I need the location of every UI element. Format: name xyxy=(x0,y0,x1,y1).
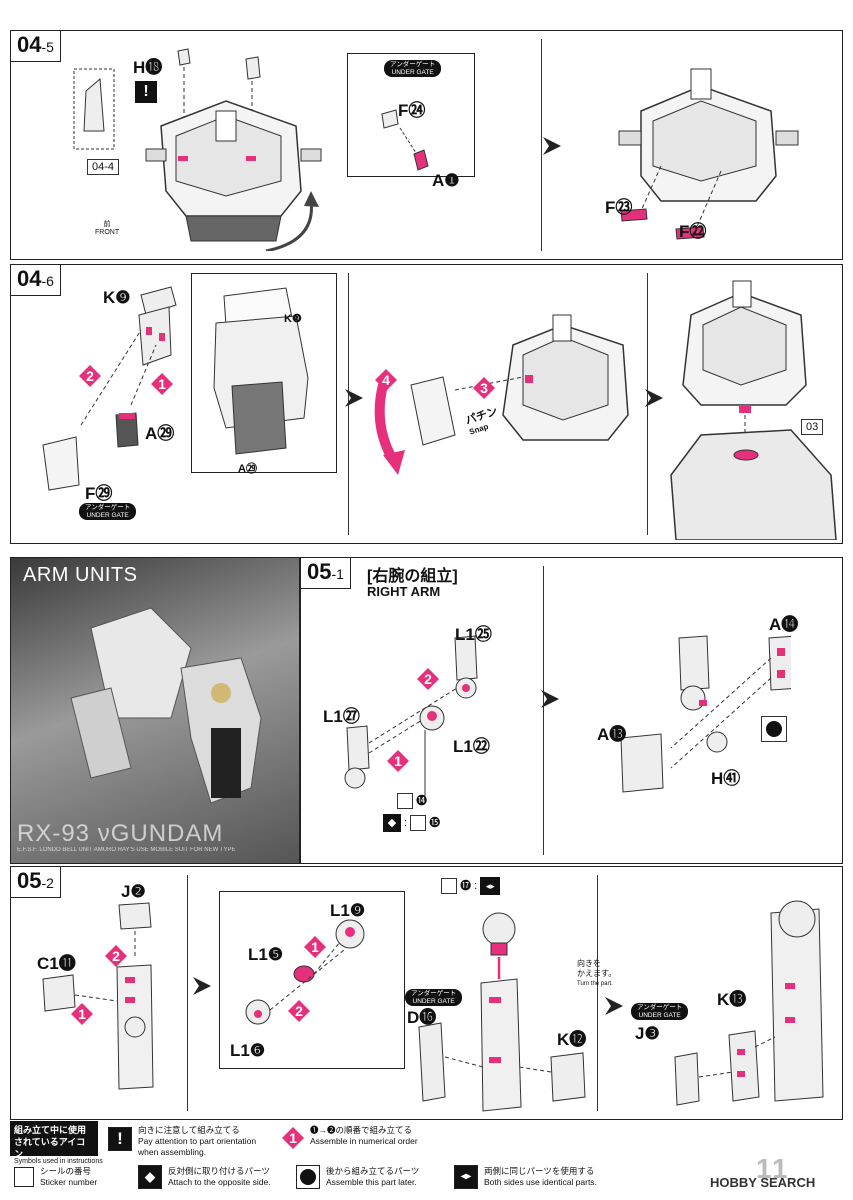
sticker-icon xyxy=(397,793,413,809)
part-label-d16: D⓰ xyxy=(407,1009,436,1027)
sticker-17-row: ⓱ : ◂▸ xyxy=(441,877,500,895)
part-label-a29-small: A㉙ xyxy=(238,460,257,478)
part-label-l16: L1❻ xyxy=(230,1042,265,1060)
part-label-a1: A❶ xyxy=(432,172,460,190)
chest-detail-inset: K❾ A㉙ xyxy=(191,273,337,473)
part-label-l125: L1㉕ xyxy=(455,626,492,644)
opposite-side-icon: ◆ xyxy=(383,814,401,832)
sticker-15-row: ◆ : ⓯ xyxy=(383,814,440,832)
assemble-later-icon xyxy=(296,1165,320,1189)
model-name: RX-93 νGUNDAM xyxy=(17,820,223,848)
part-label-k12: K⓬ xyxy=(557,1031,586,1049)
sticker-icon xyxy=(441,878,457,894)
forearm-result-illustration xyxy=(651,887,841,1112)
sticker-14-row: ⓮ xyxy=(397,792,427,809)
forearm-assembly-illustration xyxy=(411,907,591,1117)
part-label-l19: L1❾ xyxy=(330,902,365,920)
step-label: 05-1 xyxy=(301,558,351,589)
part-label-a14: A⓮ xyxy=(769,616,798,634)
next-arrow-icon xyxy=(601,993,627,1019)
part-label-a13: A⓭ xyxy=(597,726,626,744)
part-label-f23: F㉓ xyxy=(605,199,632,217)
model-subtitle: E.F.S.F. LONDO BELL UNIT AMURO RAY'S USE… xyxy=(17,847,236,853)
part-label-f24: F㉔ xyxy=(398,102,425,120)
part-label-f29: F㉙ xyxy=(85,485,112,503)
part-label-l122: L1㉒ xyxy=(453,738,490,756)
reference-step-03: 03 xyxy=(801,419,823,435)
part-label-l15: L1❺ xyxy=(248,946,283,964)
step-label: 05-2 xyxy=(11,867,61,898)
step-panel-05-1: 05-1 [右腕の組立] RIGHT ARM L1㉕ L1㉗ L1㉒ 2 1 ⓮… xyxy=(300,557,843,864)
part-label-k9-small: K❾ xyxy=(284,310,302,328)
step-panel-05-2: 05-2 J❷ C1⓫ 2 1 L1❾ L1❺ L1❻ 1 2 ⓱ : xyxy=(10,866,843,1120)
turn-part-note: 向きを かえます。 Turn the part. xyxy=(577,959,616,989)
under-gate-parts-illustration xyxy=(362,84,462,174)
reference-step-04-4: 04-4 xyxy=(87,159,119,175)
part-label-k9: K❾ xyxy=(103,289,131,307)
next-arrow-icon xyxy=(537,686,563,712)
next-arrow-icon xyxy=(539,133,565,159)
arm-units-title: ARM UNITS xyxy=(23,564,138,587)
right-arm-title-en: RIGHT ARM xyxy=(367,584,440,599)
orientation-warning-icon: ! xyxy=(108,1127,132,1151)
head-result-illustration xyxy=(591,51,821,251)
chest-detail-illustration xyxy=(196,278,332,468)
orientation-warning-icon: ! xyxy=(135,81,157,103)
legend-title: 組み立て中に使用されているアイコン xyxy=(10,1121,98,1156)
watermark: HOBBY SEARCH xyxy=(710,1175,815,1190)
head-on-body-illustration xyxy=(661,275,841,540)
arm-units-photo-panel: ARM UNITS RX-93 νGUNDAM E.F.S.F. LONDO B… xyxy=(10,557,300,864)
forearm-start-illustration xyxy=(41,897,181,1097)
part-label-j2: J❷ xyxy=(121,883,146,901)
chest-to-head-illustration xyxy=(363,305,643,505)
step-label: 04-5 xyxy=(11,31,61,62)
order-step-1: 1 xyxy=(282,1127,304,1149)
part-label-c111: C1⓫ xyxy=(37,955,76,973)
right-arm-title-jp: [右腕の組立] xyxy=(367,562,458,586)
opposite-side-icon: ◆ xyxy=(138,1165,162,1189)
part-label-h41: H㊶ xyxy=(711,770,740,788)
gundam-arm-photo xyxy=(51,588,291,828)
icon-legend: 組み立て中に使用されているアイコン Symbols used in instru… xyxy=(10,1121,843,1191)
assemble-later-icon xyxy=(761,716,787,742)
part-label-a29: A㉙ xyxy=(145,425,174,443)
sticker-icon xyxy=(410,815,426,831)
sticker-icon xyxy=(14,1167,34,1187)
part-label-f22: F㉒ xyxy=(679,223,706,241)
both-sides-icon: ◂▸ xyxy=(480,877,500,895)
legend-title-en: Symbols used in instructions xyxy=(14,1158,103,1165)
elbow-joint-inset: L1❾ L1❺ L1❻ 1 2 xyxy=(219,891,405,1069)
next-arrow-icon xyxy=(189,973,215,999)
legend-item-opposite: 反対側に取り付けるパーツAttach to the opposite side. xyxy=(168,1166,298,1188)
part-label-h18: H⓲ xyxy=(133,59,162,77)
both-sides-icon: ◂▸ xyxy=(454,1165,478,1189)
divider xyxy=(187,875,188,1111)
head-assembly-illustration xyxy=(66,41,366,251)
part-label-l127: L1㉗ xyxy=(323,708,360,726)
divider xyxy=(597,875,598,1111)
